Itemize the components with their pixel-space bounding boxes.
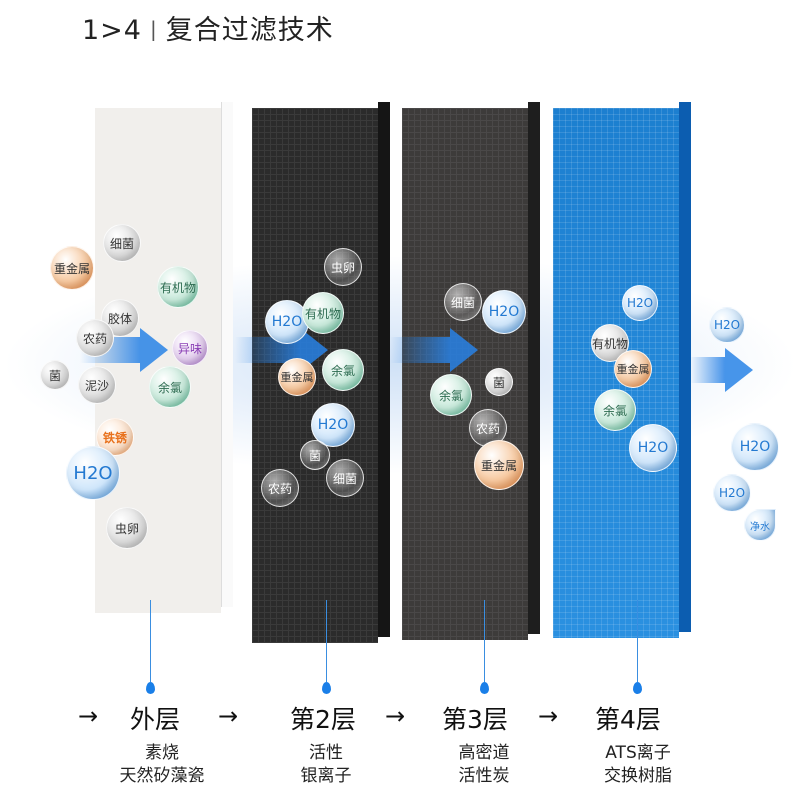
layer-3-name: 第3层 (442, 705, 508, 734)
bubble-h2o: H2O (629, 424, 677, 472)
bubble: 农药 (261, 469, 299, 507)
desc-line: 交换树脂 (604, 766, 672, 786)
bubble: 铁锈 (96, 418, 134, 456)
bubble: 虫卵 (106, 507, 148, 549)
water-drop: 净水 (744, 509, 776, 541)
layer-4-name: 第4层 (595, 705, 661, 734)
filter-layer-2 (252, 102, 390, 643)
bubble: 细菌 (326, 459, 364, 497)
bubble: 余氯 (594, 389, 636, 431)
callout-dot-1 (146, 682, 155, 694)
bubble: 余氯 (149, 366, 191, 408)
callout-dot-2 (322, 682, 331, 694)
desc-line: 活性炭 (458, 766, 510, 786)
desc-line: ATS离子 (605, 743, 671, 763)
title-number: 1>4 (82, 15, 142, 46)
bubble: 农药 (76, 319, 114, 357)
bubble: 余氯 (322, 349, 364, 391)
title-separator: | (149, 17, 158, 41)
desc-line: 高密道 (458, 743, 510, 763)
layer-2-name: 第2层 (290, 705, 356, 734)
layer-4-desc: ATS离子交换树脂 (568, 742, 708, 788)
bubble: 胶体 (101, 299, 139, 337)
bubble-h2o: H2O (622, 285, 658, 321)
layer-1-desc: 素烧天然矽藻瓷 (92, 742, 232, 788)
bubble: 菌 (300, 440, 330, 470)
bubble: 泥沙 (78, 366, 116, 404)
bubble-h2o: H2O (709, 307, 745, 343)
callout-dot-3 (480, 682, 489, 694)
desc-line: 素烧 (145, 743, 179, 763)
layer-2-desc: 活性银离子 (256, 742, 396, 788)
arrow-icon: → (385, 702, 406, 730)
bubble: 重金属 (278, 358, 316, 396)
layer-1-name: 外层 (130, 705, 181, 734)
flow-arrow-4 (690, 357, 725, 383)
arrow-icon: → (538, 702, 559, 730)
bubble-h2o: H2O (713, 474, 751, 512)
bubble: 菌 (40, 360, 70, 390)
bubble: 有机物 (302, 292, 344, 334)
bubble: 余氯 (430, 374, 472, 416)
callout-dot-4 (633, 682, 642, 694)
flow-arrow-3 (390, 337, 450, 363)
page-title: 1>4 | 复合过滤技术 (82, 8, 334, 47)
bubble: 重金属 (50, 246, 94, 290)
arrow-icon: → (218, 702, 239, 730)
arrow-icon: → (78, 702, 99, 730)
bubble: 菌 (485, 368, 513, 396)
desc-line: 活性 (309, 743, 343, 763)
desc-line: 银离子 (300, 766, 352, 786)
callout-line-3 (484, 600, 485, 682)
bubble: 异味 (172, 330, 208, 366)
bubble: 有机物 (591, 324, 629, 362)
title-text: 复合过滤技术 (165, 15, 334, 46)
desc-line: 天然矽藻瓷 (119, 766, 205, 786)
bubble-h2o: H2O (731, 423, 779, 471)
callout-line-2 (326, 600, 327, 682)
callout-line-1 (150, 600, 151, 682)
layer-3-desc: 高密道活性炭 (414, 742, 554, 788)
bubble: 细菌 (444, 283, 482, 321)
bubble: 有机物 (157, 266, 199, 308)
callout-line-4 (637, 600, 638, 682)
bubble-h2o: H2O (265, 300, 309, 344)
bubble-h2o: H2O (66, 446, 120, 500)
bubble: 虫卵 (324, 248, 362, 286)
bubble: 细菌 (103, 224, 141, 262)
bubble: 重金属 (614, 350, 652, 388)
bubble: 重金属 (474, 440, 524, 490)
bubble-h2o: H2O (482, 290, 526, 334)
bubble-h2o: H2O (311, 403, 355, 447)
filter-layer-3 (402, 102, 540, 640)
